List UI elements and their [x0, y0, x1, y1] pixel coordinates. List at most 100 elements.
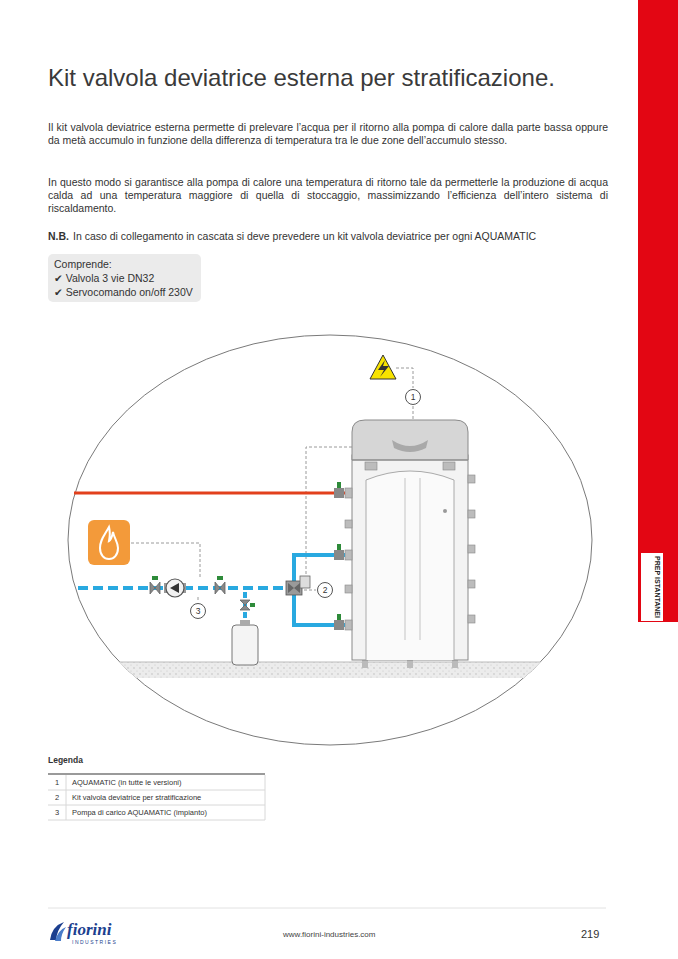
legend-table-part	[48, 805, 265, 806]
leader-lines-part	[198, 597, 199, 602]
list-line: ✔ Valvola 3 vie DN32	[54, 271, 193, 285]
tank-fittings-part	[345, 550, 352, 560]
storage-tank	[352, 420, 468, 668]
valves-part	[150, 582, 160, 594]
leader-lines-part	[306, 447, 352, 580]
list-line: ✔ Servocomando on/off 230V	[54, 285, 193, 299]
legend-table-part	[48, 773, 265, 775]
storage-tank-part	[366, 471, 454, 660]
electrical-warning-icon-part	[378, 360, 389, 377]
floor	[60, 662, 600, 678]
electrical-warning-icon	[370, 355, 396, 379]
valves-part	[334, 620, 344, 630]
callout-number: 3	[190, 603, 206, 619]
includes-box: Comprende:✔ Valvola 3 vie DN32✔ Servocom…	[48, 254, 201, 302]
pump-symbol-part	[166, 579, 184, 597]
tank-fittings-part	[468, 580, 475, 588]
electrical-warning-icon-part	[370, 355, 396, 379]
heat-pump-icon	[88, 520, 130, 565]
tank-fittings-part	[443, 462, 455, 470]
diverting-valve-part	[288, 583, 300, 593]
floor-part	[60, 662, 600, 663]
storage-tank-part	[443, 509, 447, 513]
valves-part	[240, 600, 250, 610]
valves-part	[152, 576, 158, 580]
frame-ellipse	[68, 335, 592, 745]
callout-text: 3	[193, 604, 203, 618]
storage-tank-part	[352, 420, 468, 460]
valves-part	[217, 576, 223, 580]
table-cell: 1	[48, 778, 66, 787]
valves-part	[337, 614, 341, 620]
tank-fittings	[345, 462, 475, 630]
return-pipe	[78, 555, 348, 626]
expansion-vessel-part	[232, 625, 258, 665]
leader-lines-part	[396, 368, 413, 388]
page-number: 219	[581, 927, 599, 941]
tank-fittings-part	[365, 462, 377, 470]
table-cell: Kit valvola deviatrice per stratificazio…	[72, 793, 201, 802]
storage-tank-part	[420, 478, 421, 640]
ball-valve	[334, 488, 344, 498]
expansion-vessel-part	[240, 620, 250, 626]
legend-table-part	[48, 820, 265, 821]
table-cell: 3	[48, 808, 66, 817]
storage-tank-part	[352, 455, 468, 660]
section-tab: PREP ISTANTANEI	[641, 553, 663, 621]
callout-number: 2	[317, 582, 333, 598]
flow-pipe-part	[74, 492, 346, 495]
table-cell: 2	[48, 793, 66, 802]
tank-fittings-part	[468, 545, 475, 553]
pump-symbol	[164, 579, 186, 597]
footer-rule	[48, 908, 606, 909]
side-band	[638, 0, 678, 622]
legend-table-part	[265, 775, 266, 820]
callout-number: 1	[405, 389, 421, 405]
table-cell: AQUAMATIC (in tutte le versioni)	[72, 778, 181, 787]
legend-table-part	[66, 775, 67, 820]
heat-pump-icon-part	[88, 520, 130, 565]
tank-fittings-part	[468, 615, 475, 623]
leader-lines-part	[304, 590, 316, 591]
storage-tank-part	[392, 440, 428, 452]
list-line: Comprende:	[54, 257, 193, 271]
leader-lines-part	[413, 406, 414, 420]
body-paragraph: In questo modo si garantisce alla pompa …	[48, 176, 608, 215]
callout-text: 2	[320, 583, 330, 597]
flow-pipe	[74, 482, 346, 498]
valves	[150, 544, 344, 630]
tank-fittings-part	[468, 510, 475, 518]
callout-text: 1	[408, 390, 418, 404]
valves-part	[334, 550, 344, 560]
table-cell: Pompa di carico AQUAMATIC (impianto)	[72, 808, 207, 817]
tab-text: PREP ISTANTANEI	[643, 553, 661, 621]
expansion-vessel	[232, 620, 258, 665]
brand-logo: fiorini	[67, 919, 111, 940]
leader-lines-part	[131, 543, 200, 577]
body-paragraph: Il kit valvola deviatrice esterna permet…	[48, 121, 608, 147]
tank-fittings-part	[345, 488, 352, 498]
storage-tank-part	[352, 460, 468, 461]
diverting-valve	[286, 576, 310, 595]
valves-part	[250, 603, 255, 607]
logo-mark-part	[55, 927, 66, 941]
note-text: In caso di collegamento in cascata si de…	[73, 230, 536, 243]
legend-heading: Legenda	[48, 755, 83, 766]
tank-fittings-part	[345, 620, 352, 630]
storage-tank-part	[405, 478, 406, 640]
pump-symbol-part	[170, 583, 179, 593]
page-title: Kit valvola deviatrice esterna per strat…	[48, 64, 555, 92]
tank-fittings-part	[345, 520, 352, 528]
flow-pipe-part	[337, 482, 341, 488]
valves-part	[337, 544, 341, 550]
heat-pump-icon-part	[100, 527, 118, 559]
tank-fittings-part	[345, 585, 352, 593]
brand-subtitle: INDUSTRIES	[72, 939, 117, 945]
tank-fittings-part	[468, 475, 475, 483]
website-url: www.fiorini-industries.com	[283, 930, 375, 940]
valves-part	[215, 582, 225, 594]
floor-part	[60, 662, 600, 678]
legend-table	[48, 774, 265, 820]
note-label: N.B.	[48, 230, 69, 243]
